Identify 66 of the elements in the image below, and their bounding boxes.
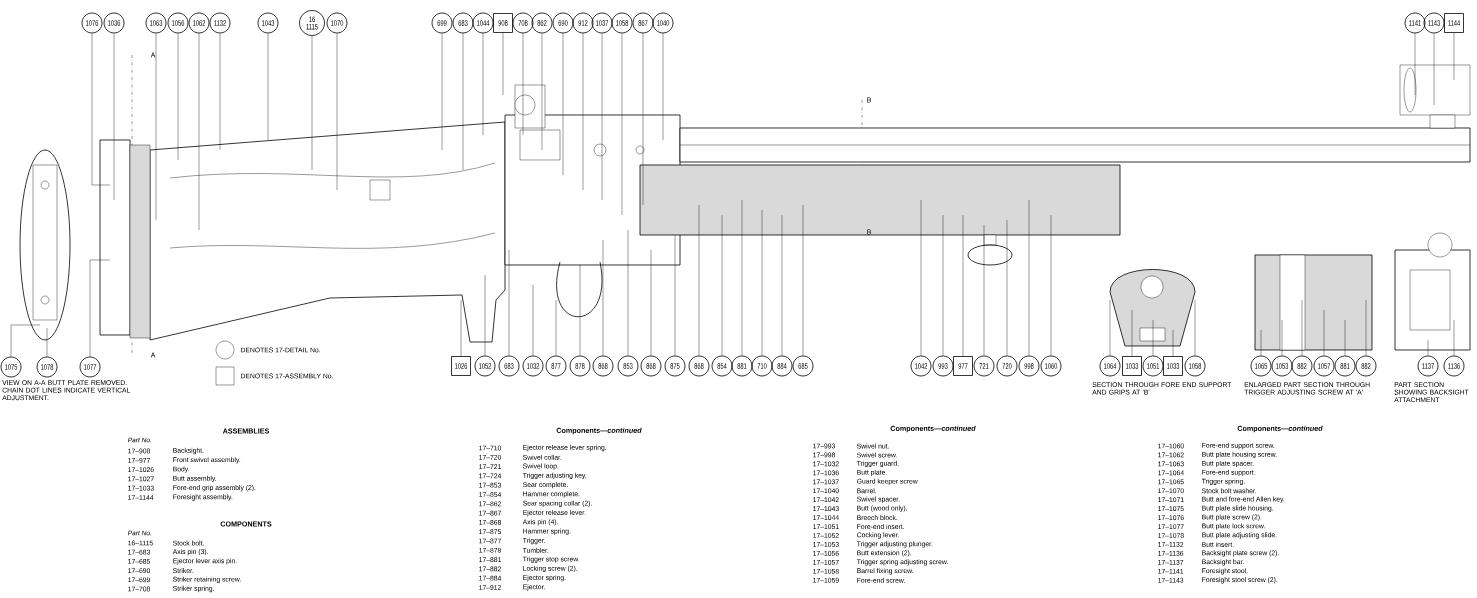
leader-line [555, 299, 557, 356]
leader-line [1323, 309, 1325, 356]
leader-line [962, 214, 964, 357]
leader-line [522, 33, 524, 136]
leader-line [541, 33, 543, 151]
leader-line [920, 199, 922, 356]
leader-line [582, 33, 584, 191]
leader-line [1050, 214, 1052, 356]
leader-line [1006, 219, 1008, 356]
leader-line [602, 239, 604, 356]
leader-line [1028, 199, 1030, 356]
leader-line [462, 33, 464, 171]
leader-line [627, 229, 629, 356]
leader-line [89, 259, 111, 357]
leader-line [1344, 319, 1346, 356]
leader-line [1109, 299, 1111, 356]
leader-line [10, 324, 41, 357]
leader-line [741, 199, 743, 356]
leader-line [113, 33, 115, 201]
leader-line [601, 33, 603, 201]
leader-line [942, 214, 944, 356]
leader-line [642, 33, 644, 206]
leader-line [983, 224, 985, 356]
leader-line [1433, 33, 1435, 106]
leader-line [46, 327, 48, 357]
leader-line [482, 33, 484, 136]
leader-line [267, 33, 269, 141]
leader-line [441, 33, 443, 151]
leader-line [1172, 329, 1174, 357]
leader-line [1194, 299, 1196, 356]
leader-line [1152, 319, 1154, 356]
leader-line [1260, 329, 1262, 356]
backsight-section-drawing [1394, 232, 1471, 351]
leader-line [662, 33, 664, 141]
trigger-section-drawing [1254, 254, 1373, 351]
leader-line [484, 274, 486, 356]
leader-line [1281, 319, 1283, 356]
leader-line [674, 234, 676, 356]
leader-line [1131, 309, 1133, 357]
leader-line [1453, 319, 1455, 356]
leader-line [579, 264, 581, 356]
leader-line [721, 214, 723, 356]
leader-line [198, 33, 200, 231]
leader-line [802, 204, 804, 356]
leader-line [91, 33, 111, 186]
leader-line [336, 33, 338, 191]
leader-line [155, 33, 157, 221]
leader-line [761, 209, 763, 356]
leader-line [1414, 33, 1416, 96]
leader-line [460, 299, 462, 357]
leader-line [1301, 299, 1303, 356]
leader-line [532, 284, 534, 356]
butt-plate-view-drawing [19, 149, 71, 341]
leader-line [621, 33, 623, 216]
leader-line [219, 33, 221, 151]
leader-line [177, 33, 179, 161]
leader-line [311, 35, 313, 171]
leader-line [1453, 32, 1455, 81]
leader-line [1365, 299, 1367, 356]
leader-line [502, 32, 504, 96]
leader-line [698, 204, 700, 356]
leader-line [650, 249, 652, 356]
leader-line [1427, 339, 1429, 356]
leader-line [562, 33, 564, 176]
leader-line [508, 249, 510, 356]
leader-line [781, 214, 783, 356]
